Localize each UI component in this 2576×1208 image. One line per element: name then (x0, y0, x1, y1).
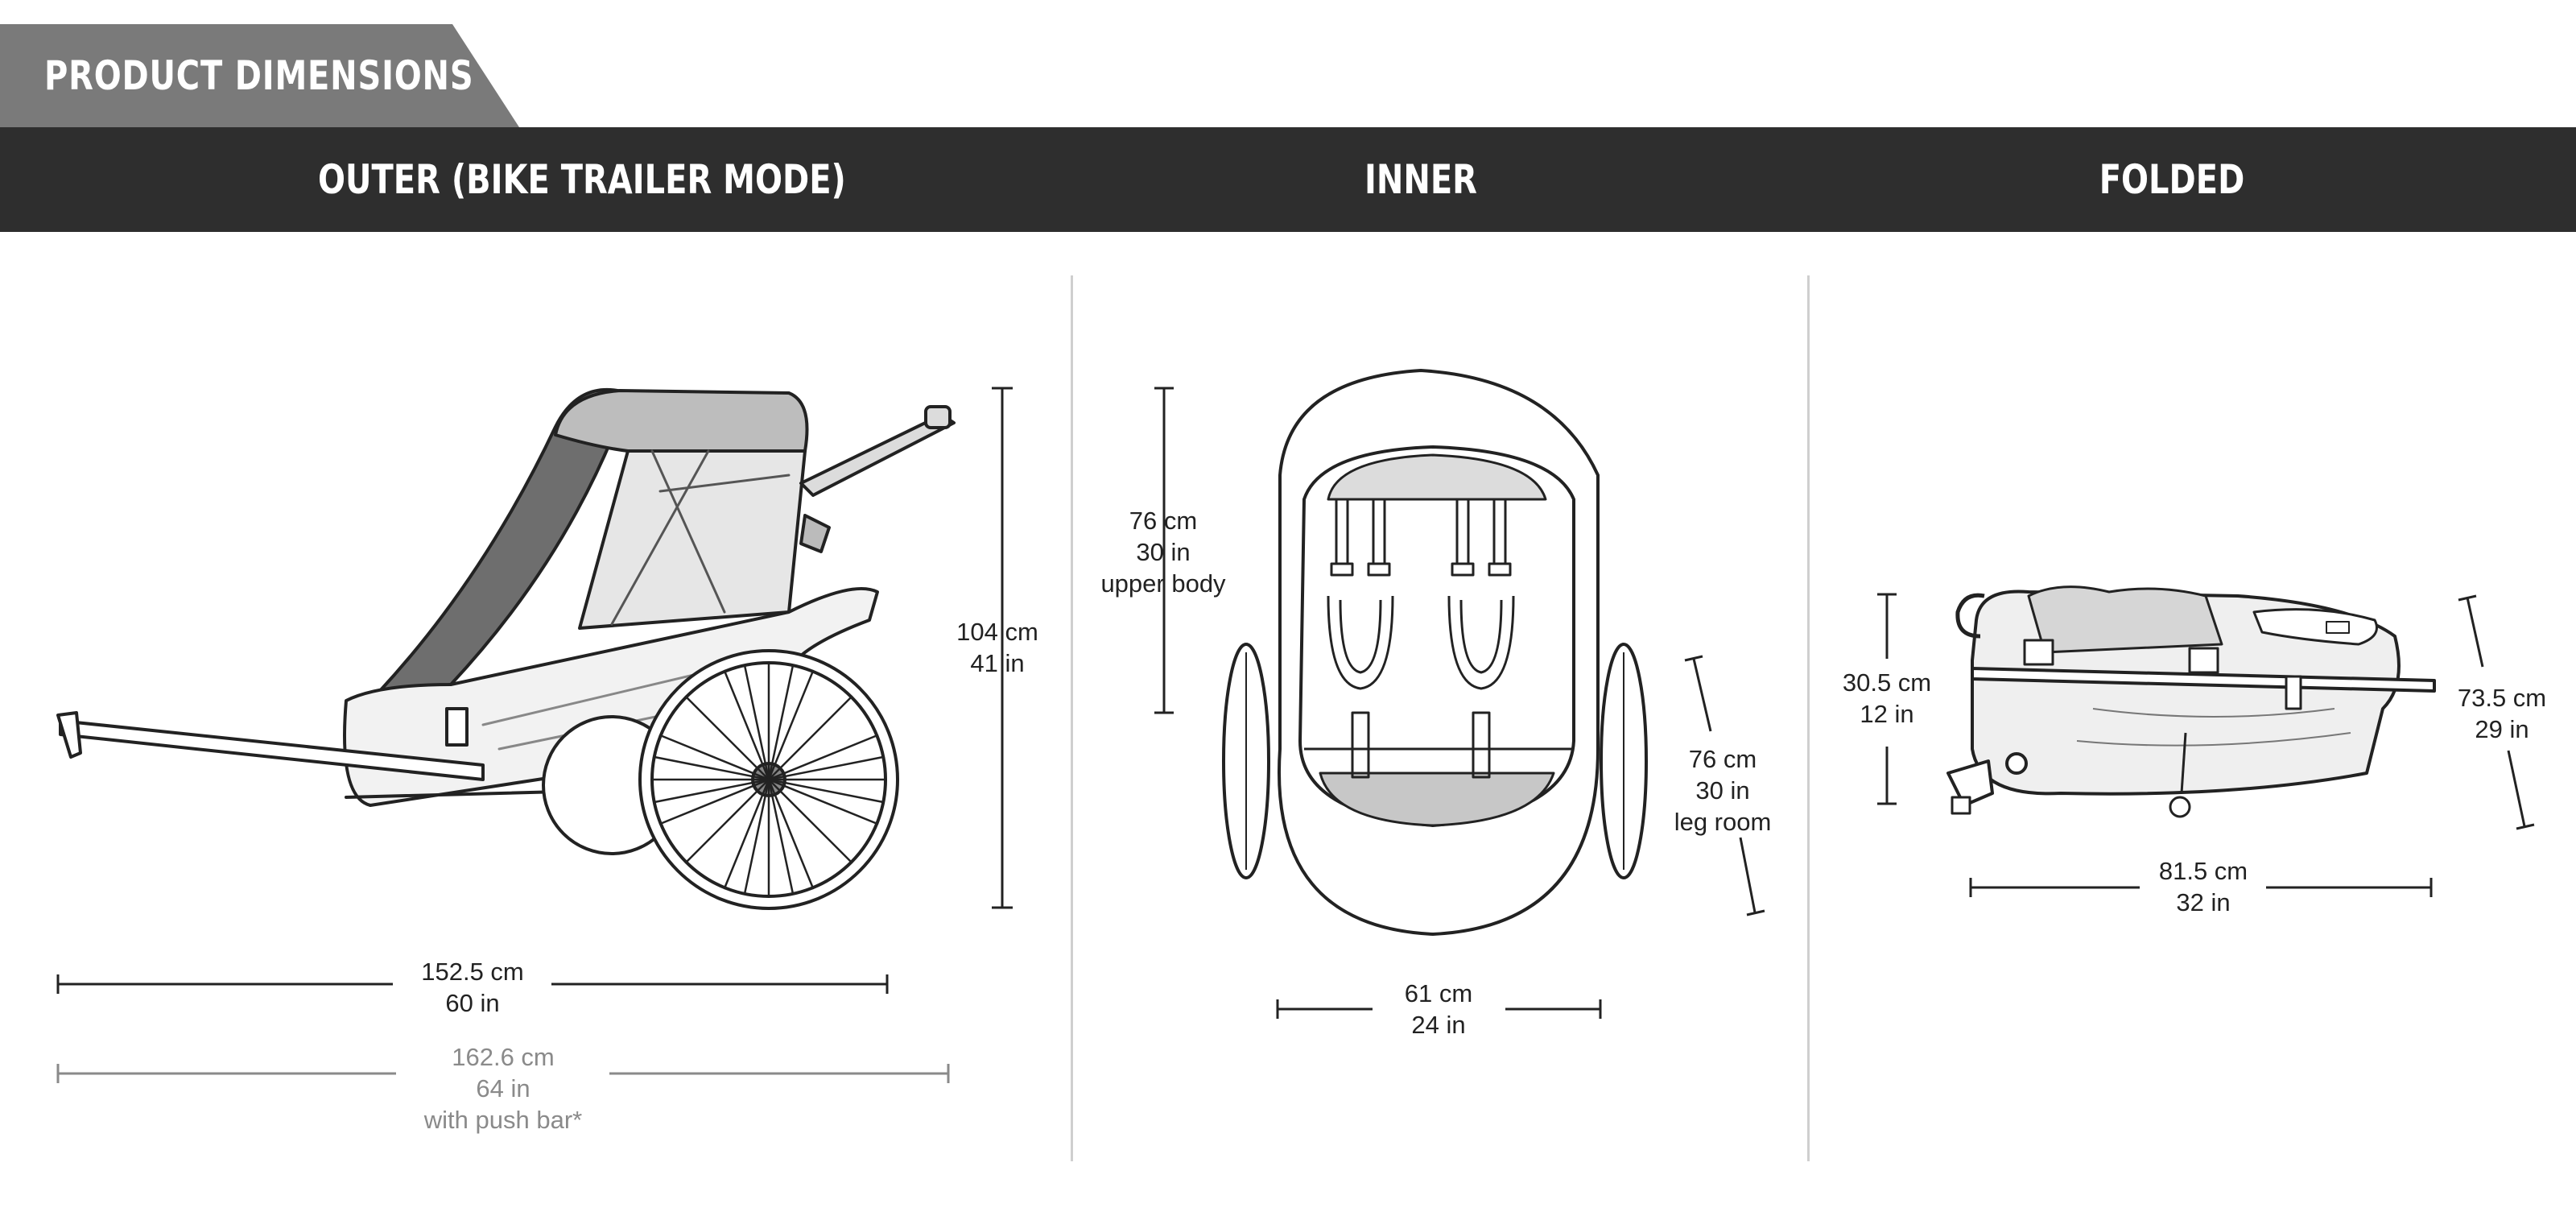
bike-trailer-illustration (56, 387, 956, 910)
page-title: PRODUCT DIMENSIONS (44, 52, 474, 99)
column-title-folded: FOLDED (2099, 156, 2245, 203)
dimension-lines-push-bar (56, 1064, 950, 1083)
dimension-lines-inner (1154, 387, 1765, 1019)
dimension-lines-outer (56, 387, 1013, 994)
dimension-lines-folded (1877, 593, 2535, 897)
folded-trailer-illustration (1946, 585, 2436, 818)
column-divider (1807, 275, 1810, 1161)
column-title-inner: INNER (1364, 156, 1477, 203)
column-title-outer: OUTER (BIKE TRAILER MODE) (318, 156, 846, 203)
trailer-front-view-illustration (1222, 369, 1648, 936)
column-header-bar (0, 127, 2576, 232)
header-tab (0, 24, 519, 127)
column-divider (1071, 275, 1073, 1161)
